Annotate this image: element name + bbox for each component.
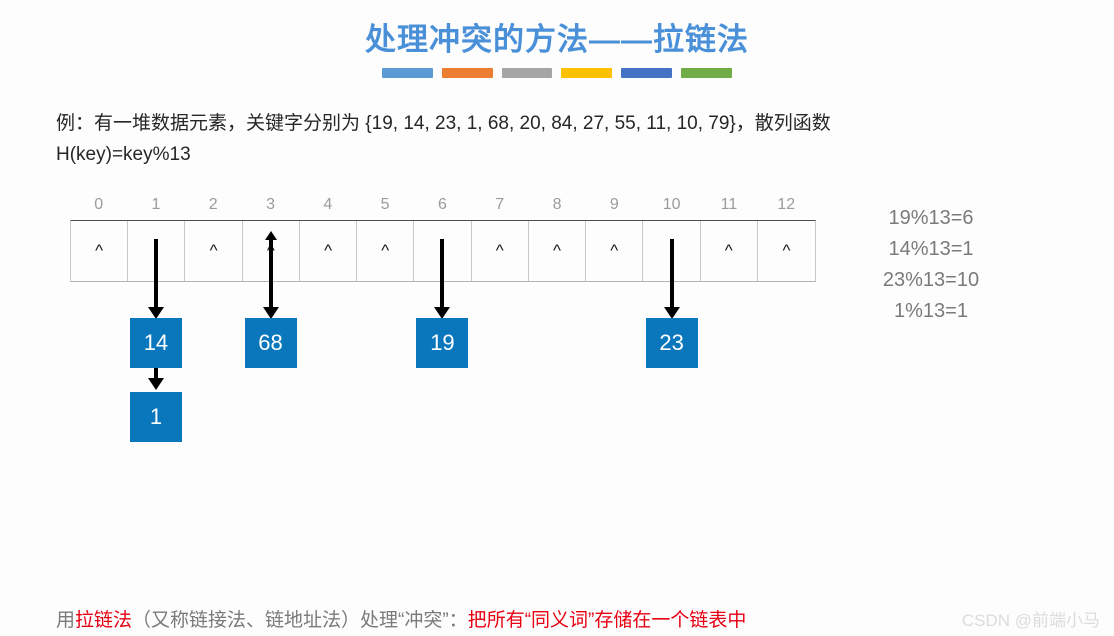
hash-index-1: 1 [151, 196, 161, 213]
hash-slot-6[interactable] [414, 221, 472, 281]
footer-part-1: 用 [56, 610, 76, 631]
hash-slot-9[interactable]: ^ [586, 221, 644, 281]
hash-index-3: 3 [266, 196, 275, 213]
footer-part-3: （又称链接法、链地址法）处理“冲突”： [132, 610, 468, 631]
hash-index-10: 10 [662, 196, 681, 213]
chain-node-1-1[interactable]: 1 [129, 392, 182, 442]
footer-highlight-method: 拉链法 [75, 610, 133, 631]
hash-slot-4[interactable]: ^ [300, 221, 358, 281]
hash-index-9: 9 [609, 196, 619, 213]
title-underline-bar-1 [382, 68, 433, 78]
hash-slot-0[interactable]: ^ [71, 221, 129, 281]
modulo-line-1: 19%13=6 [888, 207, 974, 229]
chain-node-6-0[interactable]: 19 [416, 318, 469, 368]
modulo-line-2: 14%13=1 [888, 238, 974, 260]
hash-slot-5[interactable]: ^ [357, 221, 415, 281]
footer-highlight-description: 把所有“同义词”存储在一个链表中 [467, 610, 747, 631]
hash-index-6: 6 [437, 196, 447, 213]
chain-arrow-slot-1 [147, 239, 164, 319]
example-line-1: 例：有一堆数据元素，关键字分别为 {19, 14, 23, 1, 68, 20,… [56, 113, 831, 134]
hash-index-5: 5 [380, 196, 390, 213]
title-underline-bars [382, 68, 732, 78]
chain-arrow-slot-3 [262, 231, 279, 319]
hash-slot-11[interactable]: ^ [701, 221, 758, 281]
hash-index-7: 7 [495, 196, 505, 213]
hash-slot-2[interactable]: ^ [185, 221, 243, 281]
modulo-line-3: 23%13=10 [882, 269, 980, 291]
title-underline-bar-6 [681, 68, 732, 78]
hash-index-11: 11 [720, 196, 738, 213]
chain-node-10-0[interactable]: 23 [645, 318, 698, 368]
hash-index-8: 8 [552, 196, 562, 213]
example-paragraph: 例：有一堆数据元素，关键字分别为 {19, 14, 23, 1, 68, 20,… [56, 108, 996, 170]
hash-slot-12[interactable]: ^ [782, 241, 791, 260]
hash-slot-8[interactable]: ^ [529, 221, 587, 281]
title-underline-bar-3 [501, 68, 553, 78]
title-underline-bar-4 [561, 68, 613, 78]
hash-slot-7[interactable]: ^ [472, 221, 529, 281]
page-title: 处理冲突的方法——拉链法 [365, 22, 749, 57]
hash-index-12: 12 [777, 196, 796, 213]
chain-link-arrow-1-0 [147, 368, 164, 390]
hash-index-0: 0 [94, 196, 104, 213]
chain-node-1-0[interactable]: 14 [129, 318, 182, 368]
chain-node-3-0[interactable]: 68 [244, 318, 297, 368]
title-underline-bar-5 [621, 68, 673, 78]
chain-arrow-slot-6 [434, 239, 451, 319]
hash-slot-1[interactable] [128, 221, 186, 281]
footer-note: 用拉链法（又称链接法、链地址法）处理“冲突”：把所有“同义词”存储在一个链表中 [56, 605, 746, 632]
modulo-calculation-list: 19%13=6 14%13=1 23%13=10 1%13=1 [838, 203, 1024, 327]
csdn-watermark: CSDN @前端小马 [961, 611, 1100, 630]
hash-slot-10[interactable] [643, 221, 701, 281]
modulo-line-4: 1%13=1 [894, 300, 968, 322]
hash-index-2: 2 [208, 196, 218, 213]
hash-index-4: 4 [323, 196, 333, 213]
title-underline-bar-2 [441, 68, 493, 78]
example-line-2: H(key)=key%13 [56, 144, 191, 165]
chain-arrow-slot-10 [663, 239, 680, 319]
